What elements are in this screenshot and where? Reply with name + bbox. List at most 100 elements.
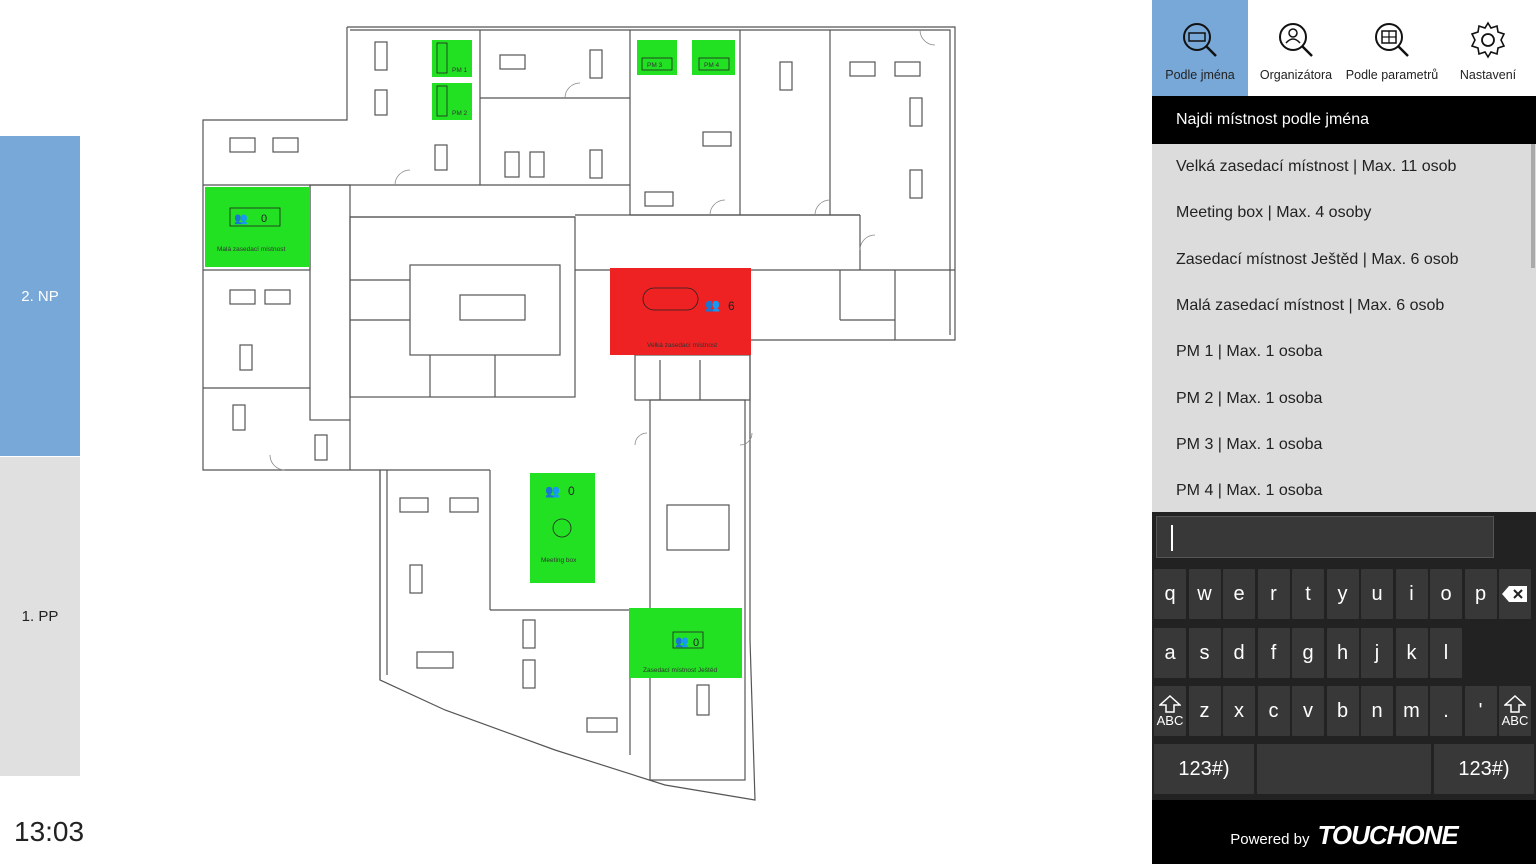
key-m[interactable]: m xyxy=(1395,686,1428,736)
key-period[interactable]: . xyxy=(1430,686,1462,736)
tab-podle-parametru[interactable]: Podle parametrů xyxy=(1344,0,1440,96)
key-j[interactable]: j xyxy=(1361,628,1393,678)
numbers-key-left[interactable]: 123#) xyxy=(1154,744,1254,794)
tab-nastaveni[interactable]: Nastavení xyxy=(1440,0,1536,96)
jested-count: 0 xyxy=(693,637,699,649)
space-key[interactable] xyxy=(1257,744,1431,794)
shift-icon xyxy=(1159,694,1181,713)
floor-plan: PM 1 PM 2 PM 3 PM 4 👥 0 Malá zasedací mí… xyxy=(202,26,956,801)
list-item[interactable]: PM 2 | Max. 1 osoba xyxy=(1176,389,1323,407)
shift-label: ABC xyxy=(1501,712,1529,728)
shift-icon xyxy=(1504,694,1526,713)
people-icon: 👥 xyxy=(234,213,248,225)
search-parameters-icon xyxy=(1375,23,1409,57)
key-s[interactable]: s xyxy=(1188,628,1221,678)
key-w[interactable]: w xyxy=(1188,569,1221,619)
pm1-label: PM 1 xyxy=(452,67,468,74)
floor-button-1pp[interactable]: 1. PP xyxy=(0,457,80,776)
pm3-label: PM 3 xyxy=(647,62,663,69)
gear-icon xyxy=(1470,21,1506,59)
building-outline xyxy=(202,26,956,801)
tab-organizatora[interactable]: Organizátora xyxy=(1248,0,1344,96)
key-r[interactable]: r xyxy=(1257,569,1290,619)
key-l[interactable]: l xyxy=(1430,628,1462,678)
key-q[interactable]: q xyxy=(1154,569,1186,619)
key-b[interactable]: b xyxy=(1326,686,1359,736)
search-tabs: Podle jména Organizátora Podle parametrů… xyxy=(1152,0,1536,96)
room-pm2[interactable]: PM 2 xyxy=(432,83,472,120)
key-g[interactable]: g xyxy=(1292,628,1324,678)
key-t[interactable]: t xyxy=(1292,569,1324,619)
list-item[interactable]: PM 3 | Max. 1 osoba xyxy=(1176,435,1323,453)
backspace-key[interactable] xyxy=(1499,569,1531,619)
tab-label: Nastavení xyxy=(1459,68,1517,82)
search-name-icon xyxy=(1183,23,1217,57)
box-label: Meeting box xyxy=(541,557,577,564)
people-icon: 👥 xyxy=(545,484,560,498)
key-y[interactable]: y xyxy=(1326,569,1359,619)
numbers-key-right[interactable]: 123#) xyxy=(1434,744,1534,794)
key-x[interactable]: x xyxy=(1223,686,1255,736)
tab-podle-jmena[interactable]: Podle jména xyxy=(1152,0,1248,96)
shift-key-right[interactable]: ABC xyxy=(1499,686,1531,736)
key-k[interactable]: k xyxy=(1395,628,1428,678)
room-pm1[interactable]: PM 1 xyxy=(432,40,472,77)
key-a[interactable]: a xyxy=(1154,628,1186,678)
jested-label: Zasedací místnost Ještěd xyxy=(643,667,717,674)
list-item[interactable]: PM 1 | Max. 1 osoba xyxy=(1176,343,1323,361)
key-d[interactable]: d xyxy=(1223,628,1255,678)
box-count: 0 xyxy=(568,484,575,498)
key-c[interactable]: c xyxy=(1257,686,1290,736)
velka-count: 6 xyxy=(728,299,735,313)
room-pm4[interactable]: PM 4 xyxy=(692,40,735,75)
clock: 13:03 xyxy=(14,816,85,847)
search-header: Najdi místnost podle jména xyxy=(1152,96,1536,144)
key-n[interactable]: n xyxy=(1361,686,1393,736)
list-item[interactable]: Zasedací místnost Ještěd | Max. 6 osob xyxy=(1176,250,1459,268)
key-p[interactable]: p xyxy=(1464,569,1497,619)
key-z[interactable]: z xyxy=(1188,686,1221,736)
floor-label: 1. PP xyxy=(21,608,59,625)
room-mala-zasedaci[interactable]: 👥 0 Malá zasedací místnost xyxy=(205,187,310,267)
key-u[interactable]: u xyxy=(1361,569,1393,619)
key-f[interactable]: f xyxy=(1257,628,1290,678)
backspace-icon xyxy=(1502,586,1527,602)
powered-by-text: Powered by xyxy=(1230,830,1310,848)
list-scrollbar[interactable] xyxy=(1531,144,1535,268)
pm2-label: PM 2 xyxy=(452,110,468,117)
velka-label: Velká zasedací místnost xyxy=(647,342,717,349)
people-icon: 👥 xyxy=(705,298,720,312)
key-v[interactable]: v xyxy=(1292,686,1324,736)
tab-label: Podle parametrů xyxy=(1345,68,1439,82)
key-h[interactable]: h xyxy=(1326,628,1359,678)
list-item[interactable]: Meeting box | Max. 4 osoby xyxy=(1176,204,1372,222)
search-panel: Podle jména Organizátora Podle parametrů… xyxy=(1152,0,1536,864)
room-pm3[interactable]: PM 3 xyxy=(637,40,677,75)
floor-label: 2. NP xyxy=(21,287,59,305)
list-item[interactable]: PM 4 | Max. 1 osoba xyxy=(1176,482,1323,500)
key-i[interactable]: i xyxy=(1395,569,1428,619)
pm4-label: PM 4 xyxy=(704,62,720,69)
key-o[interactable]: o xyxy=(1430,569,1462,619)
key-apostrophe[interactable]: ' xyxy=(1464,686,1497,736)
brand-logo: TOUCHONE xyxy=(1317,819,1458,850)
key-e[interactable]: e xyxy=(1223,569,1255,619)
footer: Powered by TOUCHONE xyxy=(1152,800,1536,864)
room-jested[interactable]: 👥 0 Zasedací místnost Ještěd xyxy=(629,608,742,678)
tab-label: Organizátora xyxy=(1259,68,1333,82)
room-list: Velká zasedací místnost | Max. 11 osob M… xyxy=(1152,144,1536,512)
search-organizer-icon xyxy=(1279,23,1313,57)
search-input[interactable] xyxy=(1156,516,1494,558)
floor-button-2np[interactable]: 2. NP xyxy=(0,136,80,456)
shift-key-left[interactable]: ABC xyxy=(1154,686,1186,736)
shift-label: ABC xyxy=(1156,712,1184,728)
room-velka-zasedaci[interactable]: 👥 6 Velká zasedací místnost xyxy=(610,268,751,355)
list-item[interactable]: Malá zasedací místnost | Max. 6 osob xyxy=(1176,297,1445,315)
room-meeting-box[interactable]: 👥 0 Meeting box xyxy=(530,473,595,583)
tab-label: Podle jména xyxy=(1165,68,1235,82)
list-item[interactable]: Velká zasedací místnost | Max. 11 osob xyxy=(1176,158,1457,176)
text-caret xyxy=(1171,525,1173,551)
mala-count: 0 xyxy=(261,213,267,225)
